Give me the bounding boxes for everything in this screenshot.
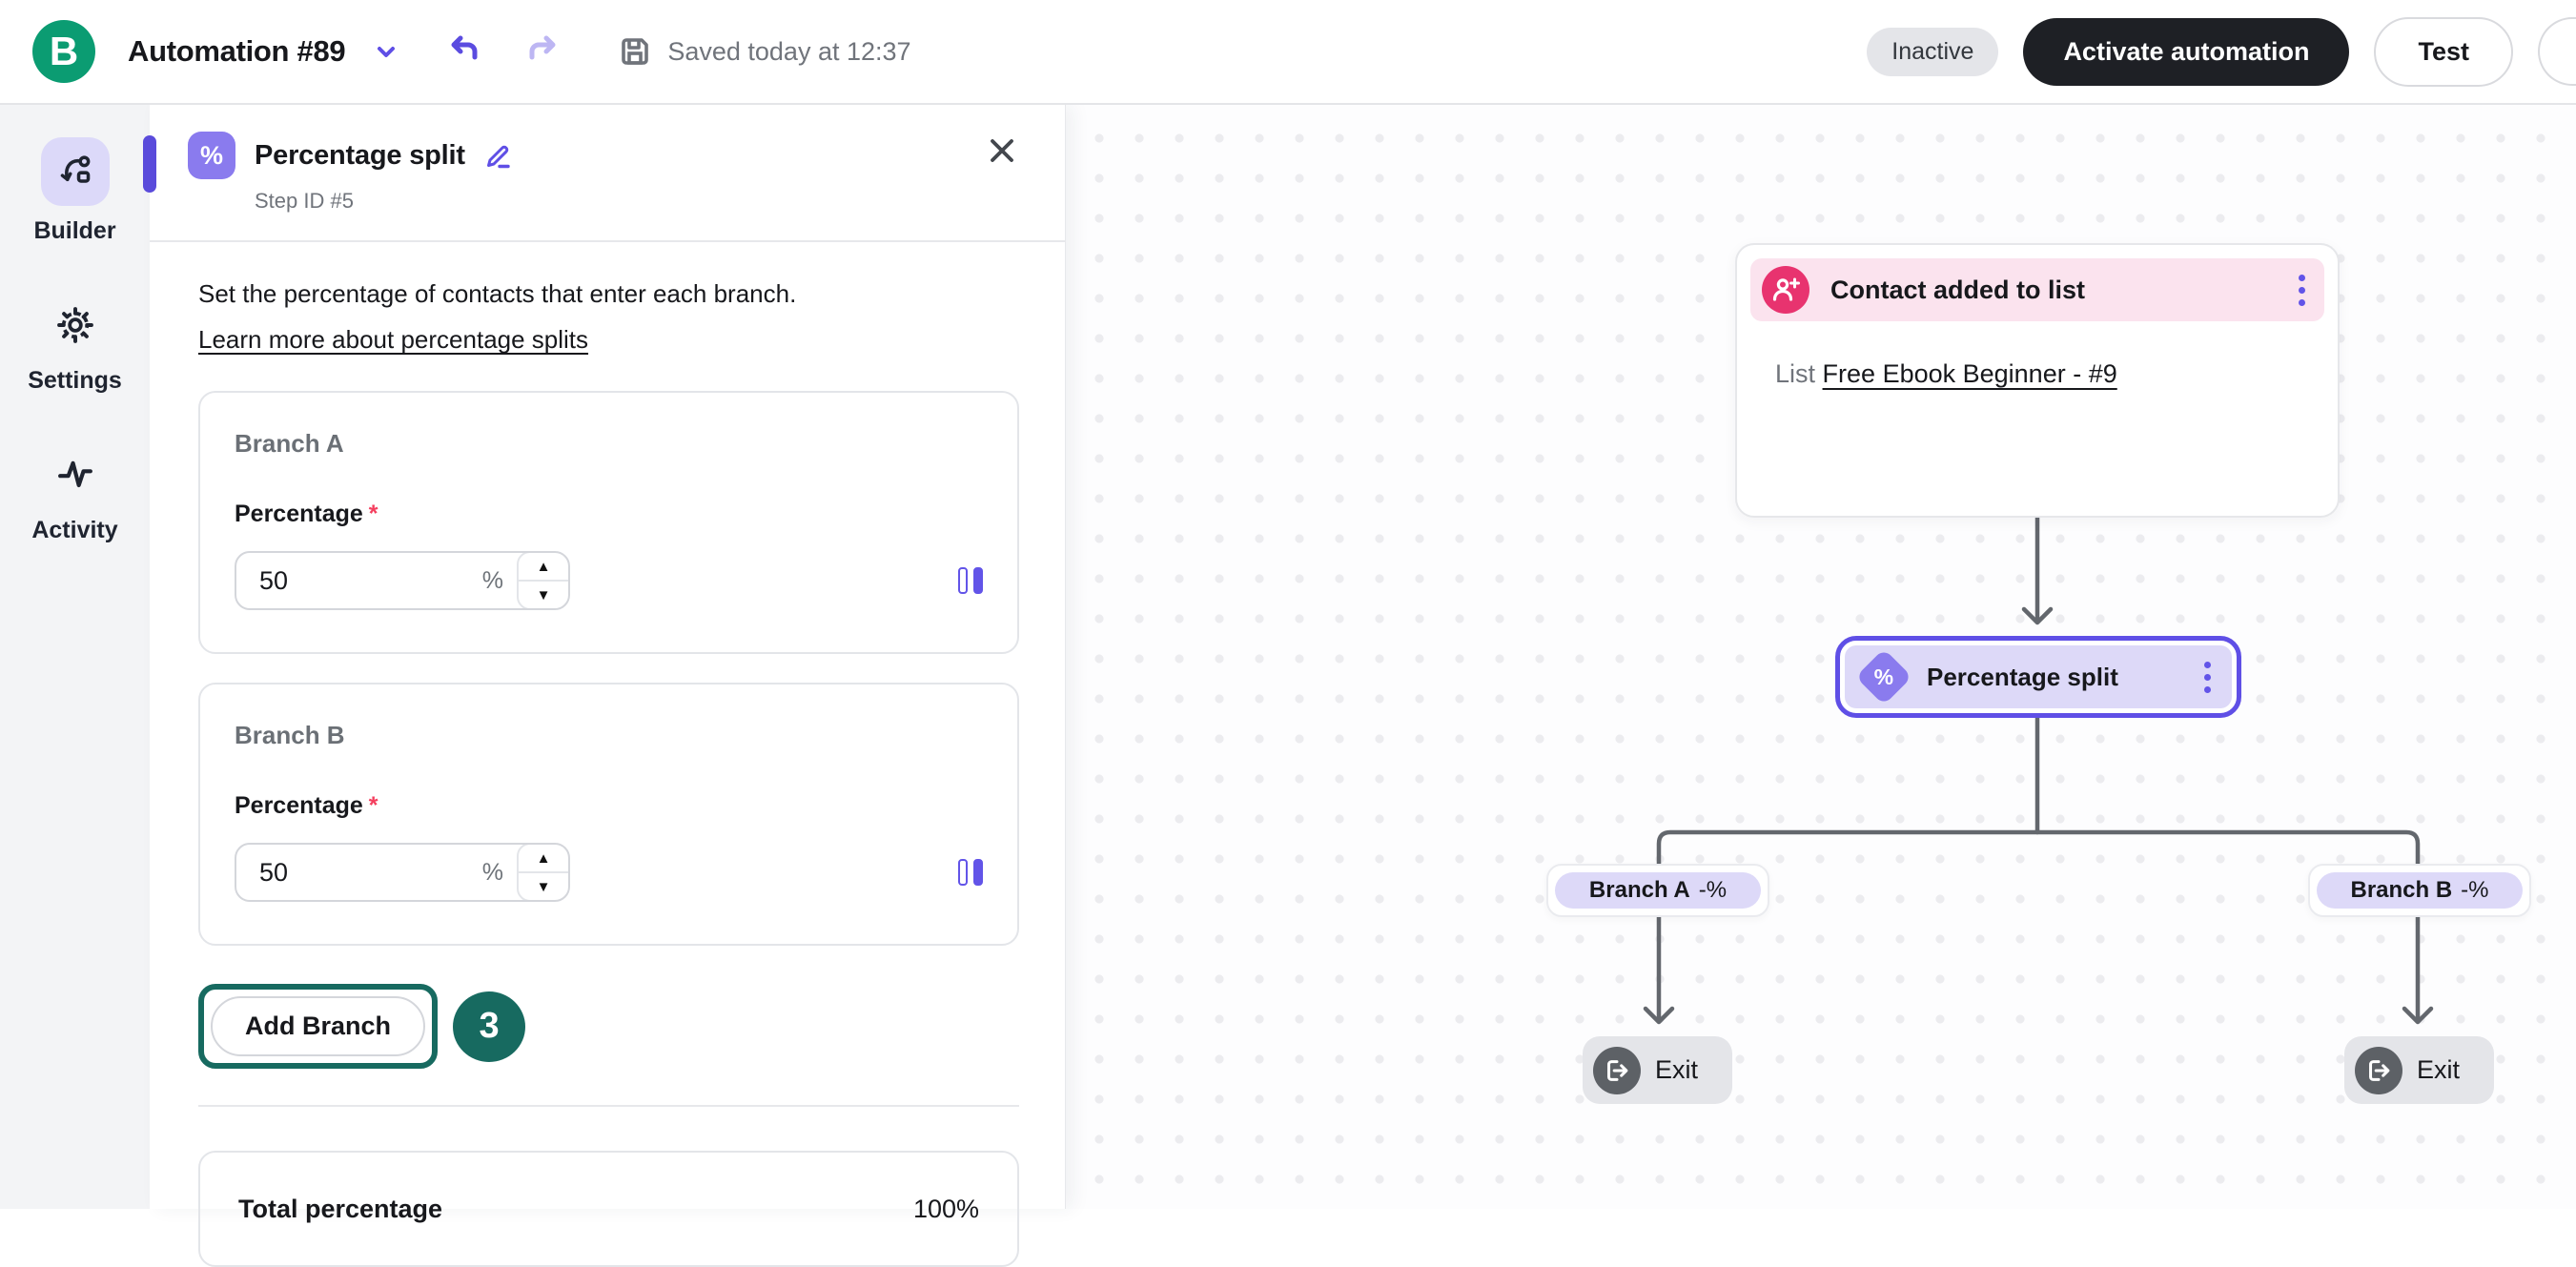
chevron-down-icon [378,47,396,57]
tutorial-highlight-ring: Add Branch [198,984,439,1069]
activity-pulse-icon [57,460,92,488]
trigger-node-menu-button[interactable] [2299,274,2305,306]
close-panel-button[interactable] [985,133,1019,168]
drag-handle-icon[interactable] [958,567,983,594]
test-button[interactable]: Test [2374,16,2513,87]
gear-icon [56,307,93,343]
automation-canvas[interactable]: Contact added to list List Free Ebook Be… [1066,105,2576,1209]
branch-a-chip[interactable]: Branch A -% [1546,864,1769,917]
percentage-input-a[interactable] [236,565,399,596]
sidebar-item-settings[interactable]: Settings [28,295,122,395]
settings-tile [41,295,110,356]
trigger-node-title: Contact added to list [1830,275,2086,304]
percentage-field-label: Percentage* [235,501,983,528]
list-link[interactable]: Free Ebook Beginner - #9 [1822,359,2117,388]
step-id: Step ID #5 [255,189,354,213]
number-stepper-a: ▲ ▼ [517,553,568,608]
exit-node-a[interactable]: Exit [1583,1036,1732,1104]
total-percentage-card: Total percentage 100% [198,1151,1019,1267]
rename-step-button[interactable] [482,139,515,172]
close-icon [991,139,1013,162]
tutorial-step-badge: 3 [453,991,526,1062]
exit-node-b[interactable]: Exit [2344,1036,2494,1104]
branch-card-b: Branch B Percentage* % ▲ ▼ [198,683,1019,946]
title-dropdown-button[interactable] [370,35,402,68]
percentage-split-icon: % [188,132,235,179]
stepper-down-button[interactable]: ▼ [536,878,551,895]
sidebar-item-builder[interactable]: Builder [33,137,116,245]
list-prefix: List [1775,359,1816,388]
activate-automation-button[interactable]: Activate automation [2023,17,2350,86]
exit-icon [1593,1046,1641,1094]
trigger-node-header: Contact added to list [1750,258,2324,321]
field-label-text: Percentage [235,792,363,819]
drag-handle-icon[interactable] [958,859,983,886]
saved-text: Saved today at 12:37 [667,36,911,66]
redo-button[interactable] [524,32,562,71]
builder-tile [40,137,110,206]
branch-name: Branch A [235,429,344,458]
sidebar-label-builder: Builder [33,217,116,244]
field-label-text: Percentage [235,501,363,527]
undo-icon [451,35,478,60]
description-text: Set the percentage of contacts that ente… [198,279,797,308]
percentage-input-b[interactable] [236,857,399,888]
total-percentage-label: Total percentage [238,1194,443,1223]
percent-unit: % [481,858,503,886]
exit-node-label: Exit [1655,1055,1699,1084]
undo-button[interactable] [444,32,482,71]
percentage-field-label: Percentage* [235,792,983,820]
percent-unit: % [481,566,503,594]
stepper-up-button[interactable]: ▲ [519,553,568,582]
learn-more-link[interactable]: Learn more about percentage splits [198,325,589,354]
split-node-menu-button[interactable] [2204,661,2211,693]
sidebar-label-activity: Activity [31,517,118,543]
required-asterisk: * [368,501,378,527]
activity-tile [41,444,110,505]
branch-b-chip-suffix: -% [2461,877,2489,903]
split-node-percentage-split[interactable]: % Percentage split [1835,636,2241,718]
top-bar: B Automation #89 Saved today at 12:37 In… [0,0,2576,105]
status-badge: Inactive [1867,27,1999,76]
branch-name: Branch B [235,721,345,749]
connector-edges [1643,515,2434,1025]
save-status: Saved today at 12:37 [616,32,911,71]
panel-section-divider [198,1105,1019,1107]
split-node-title: Percentage split [1927,662,2118,691]
branch-a-chip-suffix: -% [1698,877,1728,903]
brevo-logo-icon: B [32,20,95,83]
automation-title: Automation #89 [128,34,346,68]
sidebar-item-activity[interactable]: Activity [31,444,118,544]
left-nav: Builder Settings Activity [0,105,150,1209]
redo-icon [529,35,556,60]
active-nav-indicator [143,135,156,193]
overflow-button-partial[interactable] [2538,17,2576,86]
exit-node-label: Exit [2417,1055,2461,1084]
trigger-node-contact-added[interactable]: Contact added to list List Free Ebook Be… [1735,243,2340,518]
save-icon [622,38,649,65]
number-stepper-b: ▲ ▼ [517,845,568,900]
percentage-input-wrap-a: % ▲ ▼ [235,551,570,610]
exit-icon [2355,1046,2402,1094]
trigger-node-body: List Free Ebook Beginner - #9 [1750,321,2324,389]
step-config-panel: % Percentage split Step ID #5 Set the pe… [150,105,1066,1267]
panel-description: Set the percentage of contacts that ente… [198,271,1019,362]
pencil-edit-icon [486,145,510,169]
branch-b-chip-name: Branch B [2350,877,2453,903]
branch-b-chip[interactable]: Branch B -% [2308,864,2531,917]
sidebar-label-settings: Settings [28,367,122,394]
percentage-input-wrap-b: % ▲ ▼ [235,843,570,902]
required-asterisk: * [368,792,378,819]
branch-card-a: Branch A Percentage* % ▲ ▼ [198,391,1019,654]
stepper-down-button[interactable]: ▼ [536,586,551,603]
percentage-split-diamond-icon: % [1855,648,1912,705]
total-percentage-value: 100% [912,1194,979,1223]
panel-header-divider [150,240,1065,242]
stepper-up-button[interactable]: ▲ [519,845,568,873]
branch-a-chip-name: Branch A [1588,877,1690,903]
add-branch-button[interactable]: Add Branch [211,996,426,1056]
builder-flow-icon [60,155,90,183]
panel-title: Percentage split [255,139,465,171]
contact-add-icon [1762,266,1809,314]
